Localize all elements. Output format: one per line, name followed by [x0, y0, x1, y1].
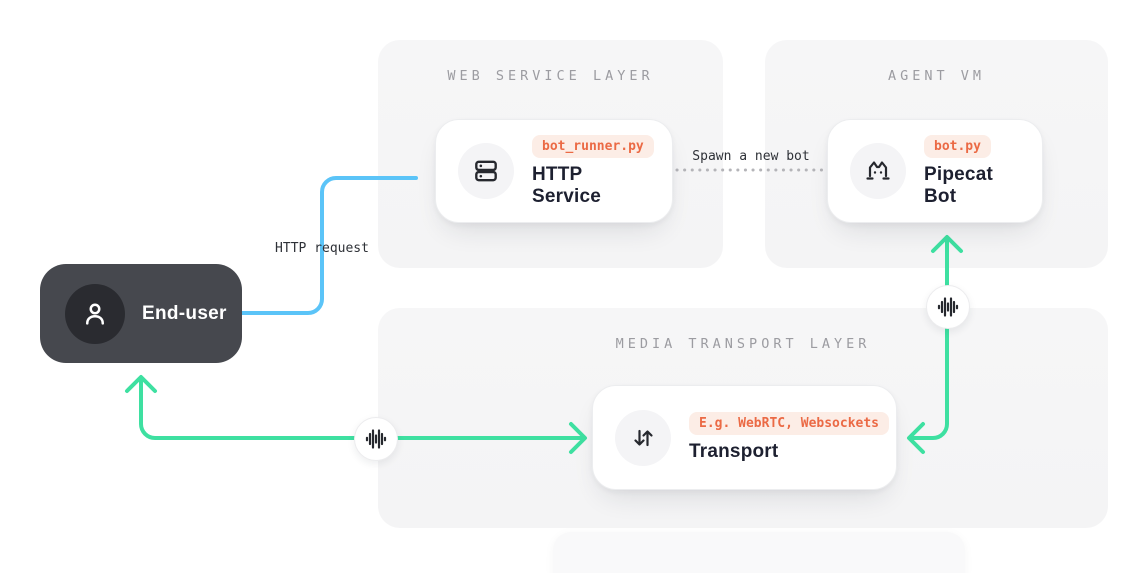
waveform-icon: [354, 417, 398, 461]
panel-title-agent-vm: AGENT VM: [887, 68, 986, 84]
end-user-node: End-user: [40, 264, 242, 363]
bottom-peek-card: [553, 532, 965, 573]
panel-title-media-transport: MEDIA TRANSPORT LAYER: [615, 336, 871, 352]
person-icon: [65, 283, 125, 344]
spawn-bot-label: Spawn a new bot: [692, 149, 810, 164]
arrowhead-up-enduser: [125, 375, 157, 393]
panel-title-web-service: WEB SERVICE LAYER: [447, 68, 654, 84]
http-request-label: HTTP request: [275, 241, 369, 256]
end-user-label: End-user: [142, 302, 227, 324]
panel-media-transport-layer: MEDIA TRANSPORT LAYER: [378, 308, 1108, 528]
panel-agent-vm: AGENT VM: [765, 40, 1108, 268]
waveform-icon: [926, 285, 970, 329]
panel-web-service-layer: WEB SERVICE LAYER: [378, 40, 723, 268]
